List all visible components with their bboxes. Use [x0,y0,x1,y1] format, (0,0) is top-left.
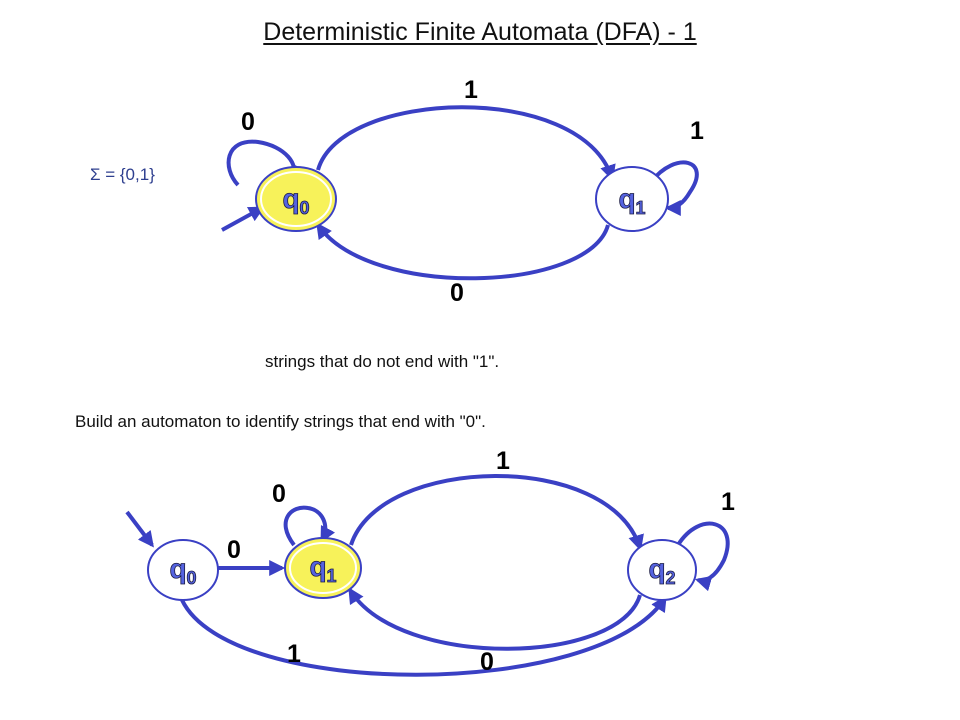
slide-title: Deterministic Finite Automata (DFA) - 1 [263,18,697,46]
d1-edge-q1-q0 [316,222,610,281]
caption-diagram-1: strings that do not end with "1". [265,352,500,371]
dfa-1: q0 q1 0 1 1 0 [221,76,704,307]
d2-state-q1: q1 [284,537,362,599]
d2-label-q2-self: 1 [721,488,735,516]
d1-label-q1-self: 1 [690,117,704,145]
d2-state-q1-label: q1 [309,551,336,586]
d2-edge-q1-q2 [349,474,644,552]
d1-edge-q0-q1 [316,105,616,182]
dfa-2: q0 q1 q2 0 0 1 1 0 1 [125,447,735,677]
d2-state-q1-inner-ring [289,542,357,594]
d2-edge-q2-q1 [348,587,642,651]
d2-edge-q2-self [676,521,730,592]
d1-label-q1-q0: 0 [450,279,464,307]
d2-label-q1-self: 0 [272,480,286,508]
d2-state-q2: q2 [627,539,697,601]
d2-label-q1-q2: 1 [496,447,510,475]
d1-state-q0: q0 [255,166,337,232]
d1-edge-q0-self [226,139,306,187]
d2-state-q2-label: q2 [648,553,675,588]
d2-state-q0-label: q0 [169,553,196,588]
d2-label-q2-q1: 0 [480,648,494,676]
d2-state-q0: q0 [147,539,219,601]
d2-edge-q1-self [283,505,336,547]
caption-diagram-2: Build an automaton to identify strings t… [75,412,486,431]
d2-state-q1-accepting-circle [284,537,362,599]
d1-state-q0-inner-ring [260,171,332,227]
d2-label-q0-q1: 0 [227,536,241,564]
d1-state-q0-accepting-circle [255,166,337,232]
d1-state-q1: q1 [595,166,669,232]
d1-label-q0-self: 0 [241,108,255,136]
d1-state-q1-circle [595,166,669,232]
d1-label-q0-q1: 1 [464,76,478,104]
d2-state-q2-circle [627,539,697,601]
alphabet-label: Σ = {0,1} [90,165,155,184]
d2-state-q0-circle [147,539,219,601]
d1-start-arrow [221,206,265,232]
d1-state-q0-label: q0 [282,183,309,218]
d1-state-q1-label: q1 [618,183,645,218]
d2-label-q0-q2: 1 [287,640,301,668]
d2-edge-q0-q2 [180,595,667,677]
d2-start-arrow [125,510,154,548]
d1-edge-q1-self [649,160,699,216]
